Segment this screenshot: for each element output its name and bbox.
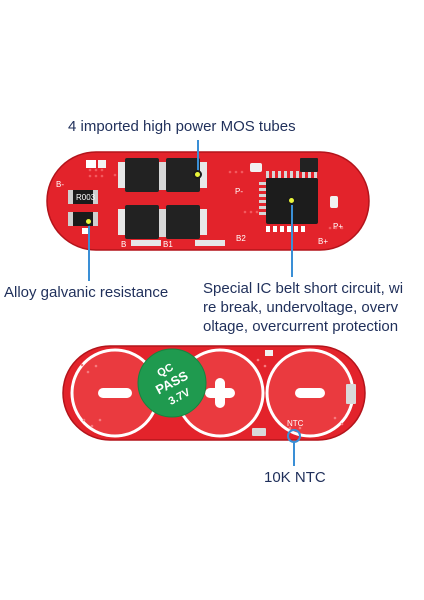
pad-p-plus: P+ xyxy=(333,222,343,231)
pad-b1: B1 xyxy=(163,240,173,249)
pad-b-plus: B+ xyxy=(318,237,328,246)
ic-protection-callout-line2: re break, undervoltage, overv xyxy=(203,299,399,316)
mos-tubes-callout: 4 imported high power MOS tubes xyxy=(68,118,296,135)
resistor-code: R003 xyxy=(76,193,96,202)
pad-b2: B2 xyxy=(236,234,246,243)
ntc-silk: NTC xyxy=(287,419,304,428)
bottom-pcb: NTC xyxy=(62,345,366,443)
mos-callout-dot xyxy=(193,170,202,179)
resistance-callout-dot xyxy=(84,217,93,226)
ic-protection-callout-line1: Special IC belt short circuit, wi xyxy=(203,280,404,297)
pad-b-minus: B- xyxy=(56,180,64,189)
ic-callout-dot xyxy=(287,196,296,205)
pad-b: B xyxy=(121,240,126,249)
pad-p-minus: P- xyxy=(235,187,243,196)
top-pcb: R003 xyxy=(46,151,370,251)
mos-tube-group xyxy=(118,158,207,239)
qc-pass-sticker: QC PASS 3.7V xyxy=(137,348,207,418)
ntc-callout: 10K NTC xyxy=(264,469,326,486)
resistance-callout: Alloy galvanic resistance xyxy=(4,284,169,301)
ic-protection-callout-line3: oltage, overcurrent protection xyxy=(203,318,399,335)
